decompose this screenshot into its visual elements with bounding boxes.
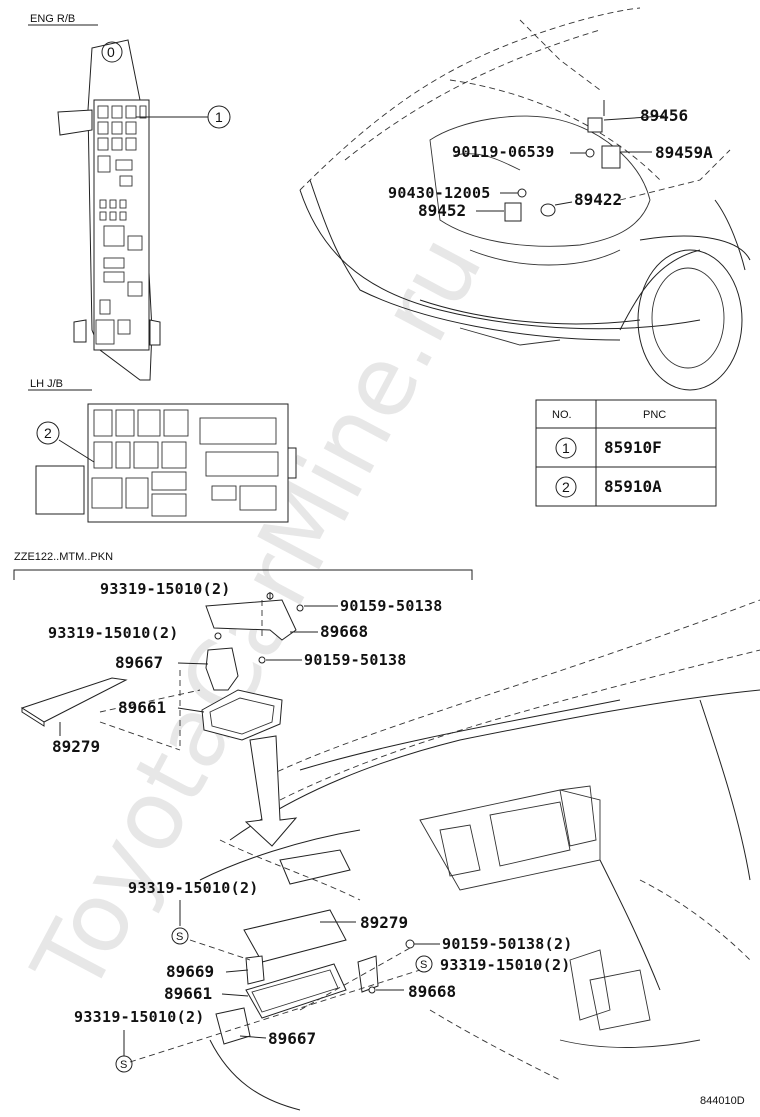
- part-89667-b: 89667: [268, 1029, 316, 1048]
- part-89452: 89452: [418, 201, 466, 220]
- leader: [177, 707, 205, 713]
- part-93319-15010-e: 93319-15010(2): [74, 1008, 205, 1026]
- part-89669: 89669: [166, 962, 214, 981]
- dashboard-interior: [199, 599, 760, 1111]
- dashed-guide: [299, 947, 411, 1011]
- dashed-guide: [189, 939, 251, 961]
- bolt-s-label: S: [120, 1059, 127, 1071]
- part-90159-50138-a: 90159-50138: [340, 597, 443, 615]
- dashed-guide: [99, 689, 201, 713]
- fuse-box-marker-label: 0: [107, 44, 115, 60]
- section-label-zze122: ZZE122..MTM..PKN: [14, 551, 113, 563]
- leader-89456: [603, 115, 665, 121]
- part-89661-a: 89661: [118, 698, 166, 717]
- dash-ecu-assembly: [215, 909, 415, 1045]
- section-bracket: [13, 569, 473, 580]
- table-header-no: NO.: [552, 409, 572, 421]
- leader: [239, 1035, 267, 1039]
- leader-line-2: [58, 439, 95, 463]
- part-89279-b: 89279: [360, 913, 408, 932]
- bolt-s-label: S: [420, 959, 427, 971]
- table-row-2-pnc: 85910A: [604, 477, 662, 496]
- part-89661-b: 89661: [164, 984, 212, 1003]
- part-90159-50138-c: 90159-50138(2): [442, 935, 573, 953]
- part-89422: 89422: [574, 190, 622, 209]
- part-89459A: 89459A: [655, 143, 713, 162]
- table-row-1-no: 1: [562, 440, 570, 456]
- table-row-1-pnc: 85910F: [604, 438, 662, 457]
- dashed-guide: [99, 721, 181, 751]
- part-90430-12005: 90430-12005: [388, 184, 491, 202]
- part-89668-b: 89668: [408, 982, 456, 1001]
- leader: [225, 969, 249, 973]
- part-93319-15010-b: 93319-15010(2): [48, 624, 179, 642]
- table-header-pnc: PNC: [643, 409, 666, 421]
- part-90159-50138-b: 90159-50138: [304, 651, 407, 669]
- leader: [177, 662, 209, 665]
- dashed-guide: [129, 969, 421, 1063]
- part-93319-15010-a: 93319-15010(2): [100, 580, 231, 598]
- callout-circle-2: [36, 421, 60, 445]
- leader-89422: [554, 201, 573, 206]
- bolt-s-marker: [171, 927, 189, 945]
- leader: [221, 993, 249, 997]
- part-93319-15010-d: 93319-15010(2): [440, 956, 571, 974]
- figure-id: 844010D: [700, 1095, 745, 1107]
- part-89279-a: 89279: [52, 737, 100, 756]
- part-89668-a: 89668: [320, 622, 368, 641]
- part-89667-a: 89667: [115, 653, 163, 672]
- direction-arrow: [244, 735, 298, 847]
- section-label-eng-rb: ENG R/B: [30, 13, 75, 25]
- part-89456: 89456: [640, 106, 688, 125]
- engine-relay-block: [57, 39, 161, 381]
- section-label-lh-jb: LH J/B: [30, 378, 63, 390]
- car-front-engine-bay: [299, 7, 751, 391]
- callout-1-label: 1: [215, 109, 223, 125]
- bolt-s-marker: [415, 955, 433, 973]
- table-row-2-no: 2: [562, 479, 570, 495]
- callout-2-label: 2: [44, 425, 52, 441]
- mtm-ecu-assembly: [20, 592, 304, 741]
- pnc-table: NO. PNC 1 85910F 2 85910A: [535, 399, 717, 507]
- fuse-box-marker: [101, 41, 123, 63]
- bolt-s-label: S: [176, 931, 183, 943]
- callout-circle-1: [207, 105, 231, 129]
- part-93319-15010-c: 93319-15010(2): [128, 879, 259, 897]
- part-90119-06539: 90119-06539: [452, 143, 555, 161]
- lh-junction-block: [35, 403, 297, 523]
